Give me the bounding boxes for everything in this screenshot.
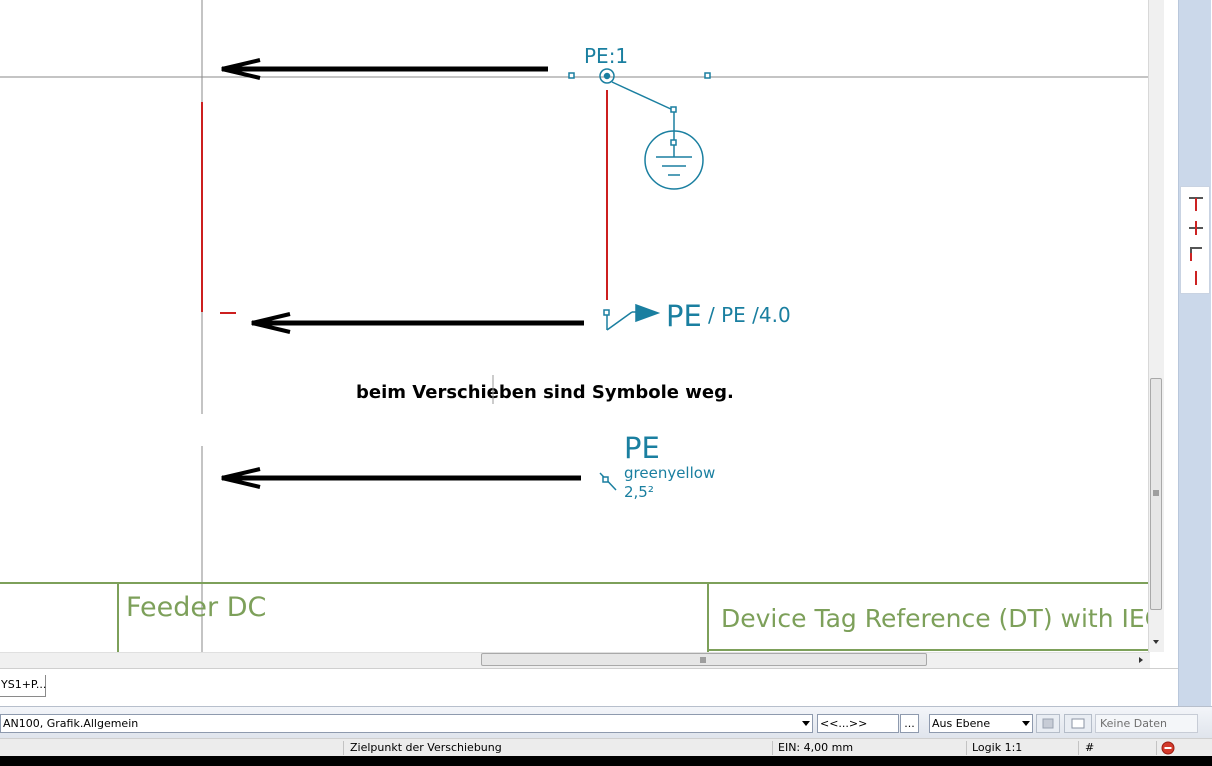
nav-combo[interactable]: <<...>> [817,714,899,733]
level-prev-button[interactable] [1036,714,1060,733]
grip-icon [700,657,706,663]
right-toolbar-strip [1178,0,1211,706]
line-icon[interactable] [1185,267,1207,289]
pe-terminal-symbol[interactable] [568,68,711,190]
titleblock-left-text: Feeder DC [126,592,266,623]
wire-def-color: greenyellow [624,464,715,482]
note-text: beim Verschieben sind Symbole weg. [356,382,734,403]
wire-def-crosssection: 2,5² [624,483,654,501]
pe-potential-suffix: / PE /4.0 [708,303,791,327]
grip-icon [1153,490,1159,496]
schematic-svg[interactable]: PE:1 PE / PE /4.0 beim Verschieben sind … [0,0,1150,652]
level-combo[interactable]: Aus Ebene [929,714,1033,733]
cross-junction-icon[interactable] [1185,217,1207,239]
horizontal-scroll-thumb[interactable] [481,653,927,666]
status-logic: Logik 1:1 [972,741,1023,754]
chevron-down-icon [1022,721,1030,726]
scroll-down-arrow-icon[interactable] [1151,638,1161,646]
nav-combo-value: <<...>> [820,717,868,730]
square-icon [1042,718,1054,729]
status-grid: EIN: 4,00 mm [778,741,854,754]
pe-potential-symbol[interactable] [603,303,661,331]
corner-icon[interactable] [1185,243,1207,265]
arrow-bottom [221,467,581,489]
chevron-down-icon [802,721,810,726]
vertical-scroll-thumb[interactable] [1150,378,1162,610]
nav-browse-button[interactable]: ... [900,714,919,733]
error-circle-icon[interactable] [1161,741,1175,755]
status-message: Zielpunkt der Verschiebung [350,741,502,754]
pe-potential-name: PE [666,299,702,333]
layer-combo[interactable]: AN100, Grafik.Allgemein [0,714,813,733]
level-combo-value: Aus Ebene [932,717,991,730]
level-next-button[interactable] [1064,714,1092,733]
page-tab-bar [0,668,1178,707]
junction-toolbar [1180,186,1210,294]
layer-combo-value: AN100, Grafik.Allgemein [3,717,139,730]
tab-active-page[interactable]: YS1+P... [0,675,46,697]
arrow-top [221,58,548,80]
square-icon [1071,718,1085,729]
bottom-toolbar: AN100, Grafik.Allgemein <<...>> ... Aus … [0,706,1212,739]
drawing-canvas[interactable]: PE:1 PE / PE /4.0 beim Verschieben sind … [0,0,1150,652]
status-bar: Zielpunkt der Verschiebung EIN: 4,00 mm … [0,738,1212,757]
arrow-middle [251,312,584,334]
wire-def-name: PE [624,431,660,465]
status-hash: # [1085,741,1095,754]
title-block [0,582,1148,652]
data-field: Keine Daten [1095,714,1198,733]
scroll-right-arrow-icon[interactable] [1136,655,1146,665]
pe-terminal-ref: PE:1 [584,44,628,68]
wire-def-symbol[interactable] [599,472,617,491]
titleblock-right-text: Device Tag Reference (DT) with IEC [721,604,1150,633]
window-bottom-edge [0,756,1212,766]
t-junction-icon[interactable] [1185,193,1207,215]
